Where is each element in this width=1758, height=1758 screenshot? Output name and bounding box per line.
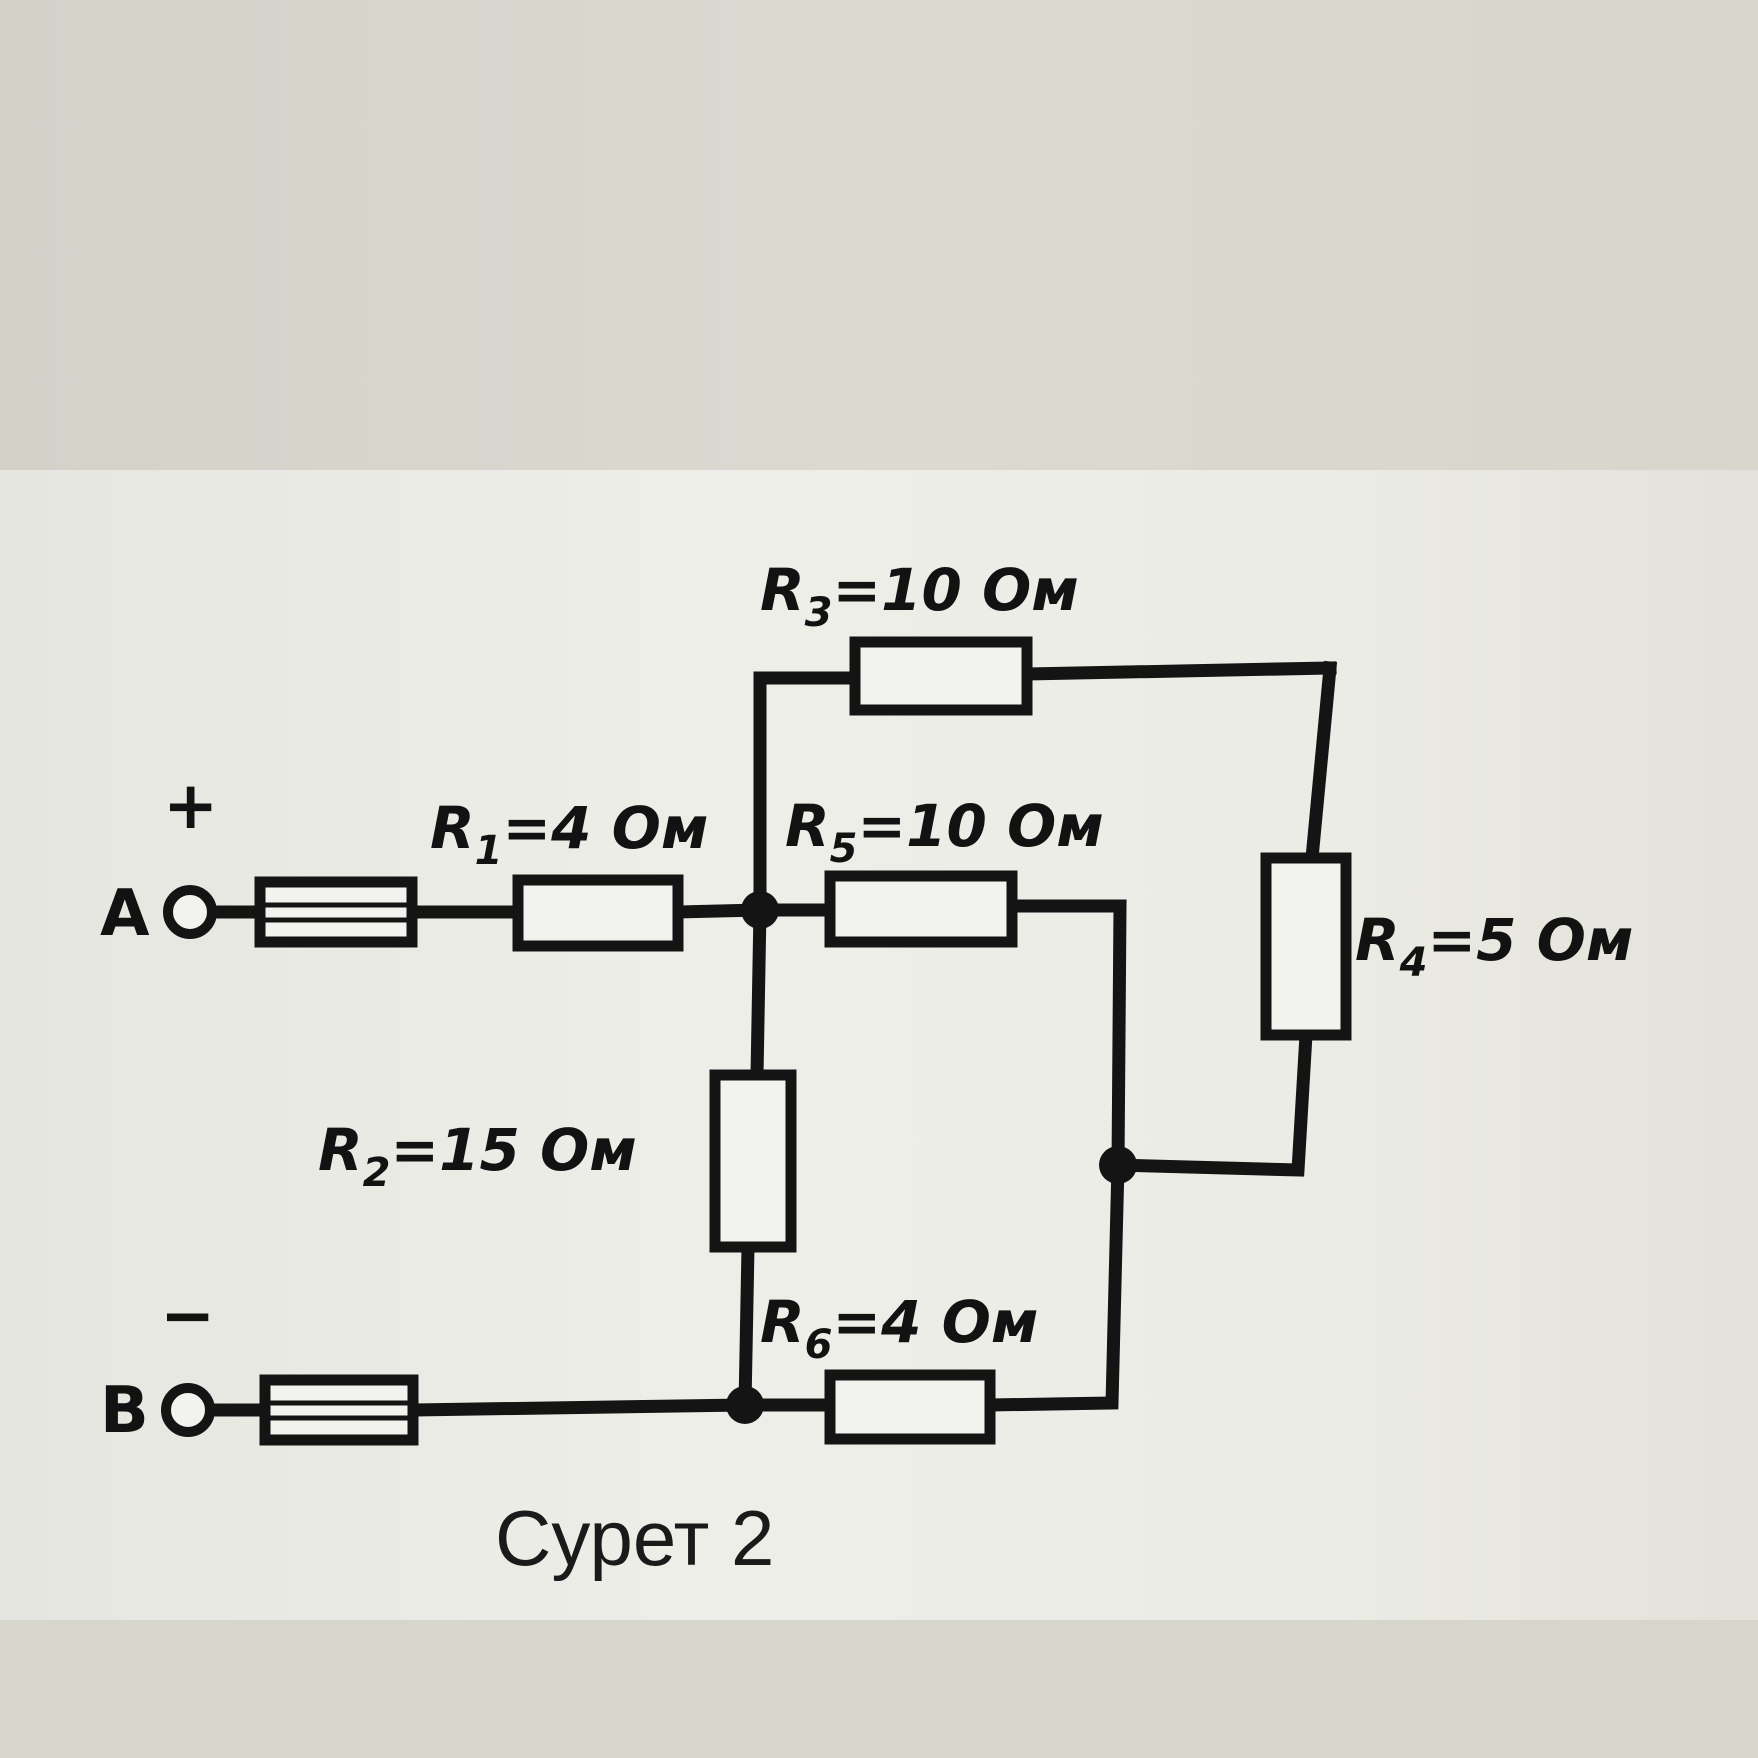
wire-node2-r6	[983, 1158, 1125, 1412]
wire-right-r4-bottom	[1108, 1028, 1313, 1177]
junction-node-3	[726, 1386, 764, 1424]
terminal-b-sign: −	[160, 1277, 215, 1354]
resistor-r2	[709, 1069, 797, 1253]
resistor-r5	[824, 870, 1018, 948]
wire-right-r4-top	[1304, 660, 1338, 866]
terminal-a-circle	[163, 885, 217, 939]
junction-node-1	[741, 891, 779, 929]
resistor-r3	[849, 636, 1033, 716]
wire-top-r3	[753, 661, 1337, 917]
terminal-a-label: A	[100, 877, 150, 951]
label-r3: R3=10 Ом	[760, 556, 1079, 636]
wires	[201, 660, 1338, 1417]
background-top	[0, 0, 1758, 470]
label-r4: R4=5 Ом	[1355, 906, 1633, 986]
resistor-r6	[824, 1369, 996, 1445]
wire-node1-r2	[750, 903, 767, 1082]
fuse-b	[259, 1374, 419, 1446]
wire-r5-node2	[1005, 899, 1127, 1172]
label-r5: R5=10 Ом	[785, 792, 1104, 872]
terminal-b-circle	[161, 1383, 215, 1437]
label-r1: R1=4 Ом	[430, 794, 708, 874]
resistor-r1	[512, 874, 684, 952]
terminal-b-label: B	[100, 1374, 149, 1448]
fuse-a	[254, 876, 418, 948]
resistor-r4	[1260, 852, 1352, 1041]
wire-r2-node3	[738, 1240, 755, 1412]
label-r2: R2=15 Ом	[318, 1116, 637, 1196]
terminal-a-sign: +	[163, 767, 218, 844]
figure-caption: Сурет 2	[495, 1494, 774, 1582]
background-bottom	[0, 1620, 1758, 1758]
label-r6: R6=4 Ом	[760, 1288, 1038, 1368]
junction-node-2	[1099, 1146, 1137, 1184]
